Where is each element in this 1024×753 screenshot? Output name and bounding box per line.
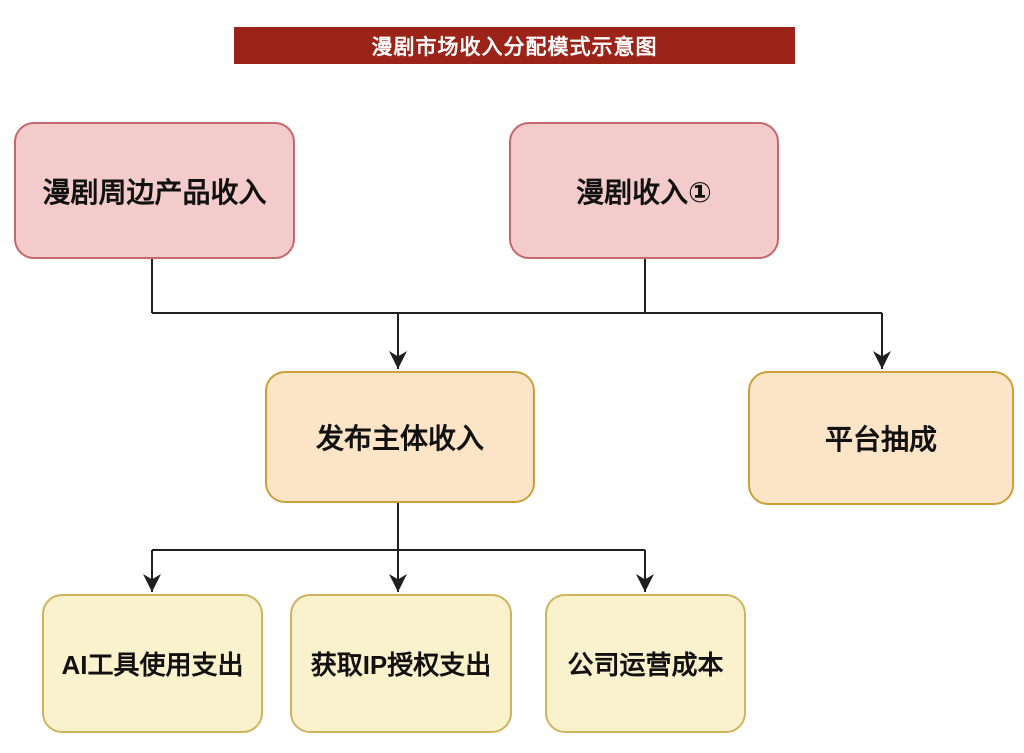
node-label: 获取IP授权支出 <box>310 650 492 680</box>
node-label: AI工具使用支出 <box>61 650 244 680</box>
node-platform-cut: 平台抽成 <box>748 371 1014 505</box>
node-publisher-income: 发布主体收入 <box>265 371 535 503</box>
node-label: 漫剧收入① <box>576 176 712 208</box>
node-label: 漫剧周边产品收入 <box>42 176 267 208</box>
node-label: 公司运营成本 <box>567 650 724 680</box>
node-company-operating-cost: 公司运营成本 <box>545 594 746 733</box>
node-label: 平台抽成 <box>824 424 937 455</box>
node-ai-tool-expense: AI工具使用支出 <box>42 594 263 733</box>
node-label: 发布主体收入 <box>315 423 484 454</box>
diagram-title: 漫剧市场收入分配模式示意图 <box>234 27 795 64</box>
node-ip-license-expense: 获取IP授权支出 <box>290 594 512 733</box>
node-drama-income: 漫剧收入① <box>509 122 779 259</box>
diagram-title-text: 漫剧市场收入分配模式示意图 <box>371 35 658 59</box>
node-peripheral-product-income: 漫剧周边产品收入 <box>14 122 295 259</box>
